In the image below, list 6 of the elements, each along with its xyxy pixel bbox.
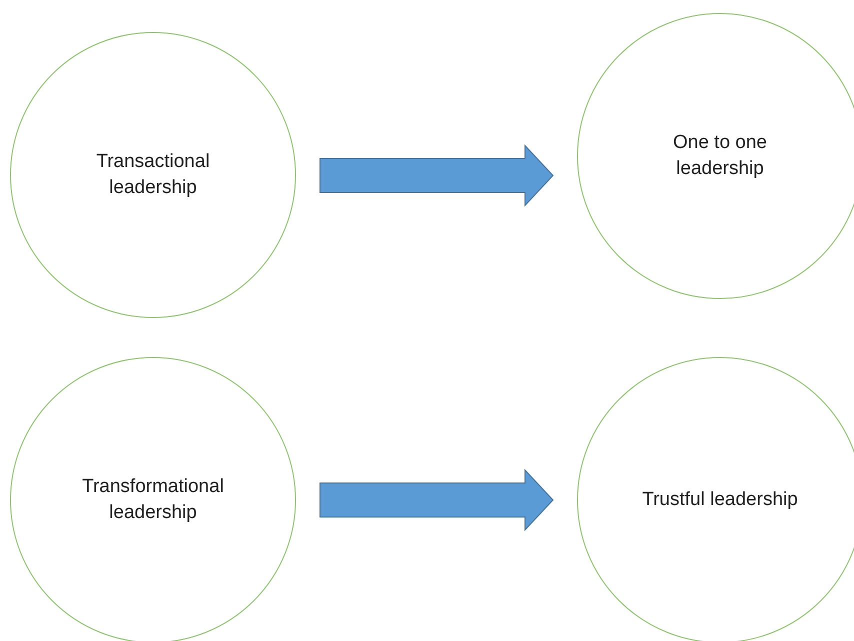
- circle-label: Transformational leadership: [81, 475, 225, 525]
- circle-label: Trustful leadership: [641, 488, 799, 512]
- circle-label: Transactional leadership: [95, 150, 211, 200]
- block-arrow: [320, 144, 554, 207]
- circle-label: One to one leadership: [672, 131, 768, 181]
- block-arrow: [320, 468, 554, 532]
